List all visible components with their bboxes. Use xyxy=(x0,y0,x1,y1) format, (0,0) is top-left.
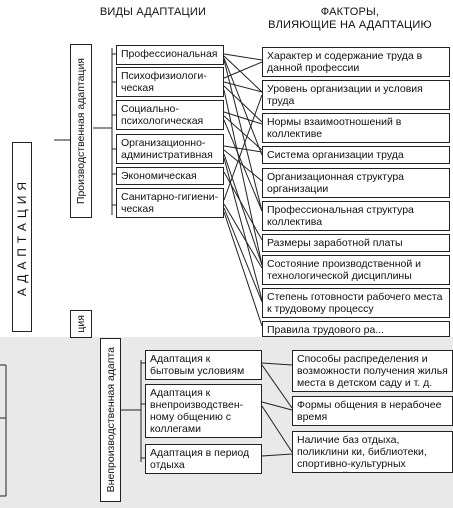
type-nonwork-communication: Адаптация к внепроизводствен-ному общени… xyxy=(145,384,262,438)
factor-work-conditions: Уровень организации и условия труда xyxy=(262,80,450,110)
factor-communication-forms: Формы общения в нерабочее время xyxy=(292,396,453,426)
header-factors: ФАКТОРЫ, ВЛИЯЮЩИЕ НА АДАПТАЦИЮ xyxy=(250,6,450,32)
type-economic: Экономическая xyxy=(116,167,224,185)
type-psychophysiological: Психофизиологи-ческая xyxy=(116,67,224,97)
type-socio-psychological: Социально-психологическая xyxy=(116,100,224,130)
type-professional: Профессиональная xyxy=(116,45,224,65)
type-leisure: Адаптация в период отдыха xyxy=(145,444,262,474)
factor-labor-rules: Правила трудового ра... xyxy=(262,321,450,337)
production-adaptation-label-text: Производственная адаптация xyxy=(75,57,87,205)
factor-workplace-readiness: Степень готовности рабочего места к труд… xyxy=(262,288,450,318)
factor-discipline: Состояние производственной и технологиче… xyxy=(262,255,450,285)
nonproduction-adaptation-label: Внепроизводственная адапта xyxy=(100,338,121,502)
factor-salary: Размеры заработной платы xyxy=(262,234,450,252)
type-sanitary-hygienic: Санитарно-гигиени-ческая xyxy=(116,188,224,218)
factor-housing-distribution: Способы распределения и возможности полу… xyxy=(292,350,453,392)
type-household-conditions: Адаптация к бытовым условиям xyxy=(145,350,262,380)
factor-professional-structure: Профессиональная структура коллектива xyxy=(262,201,450,231)
factor-work-content: Характер и содержание труда в данной про… xyxy=(262,47,450,77)
header-factors-line2: ВЛИЯЮЩИЕ НА АДАПТАЦИЮ xyxy=(268,19,432,31)
type-organizational-administrative: Организационно-административная xyxy=(116,134,224,164)
header-factors-line1: ФАКТОРЫ, xyxy=(320,6,380,18)
factor-recreation-facilities: Наличие баз отдыха, поликлини ки, библио… xyxy=(292,431,453,473)
factor-organizational-structure: Организационная структура организации xyxy=(262,168,450,198)
nonproduction-stub-text: ция xyxy=(75,315,87,333)
factor-relationship-norms: Нормы взаимоотношений в коллективе xyxy=(262,113,450,143)
adaptation-label-text: АДАПТАЦИЯ xyxy=(15,177,29,297)
header-types: ВИДЫ АДАПТАЦИИ xyxy=(99,6,207,18)
nonproduction-stub-label: ция xyxy=(70,310,92,338)
nonproduction-adaptation-label-text: Внепроизводственная адапта xyxy=(104,347,117,493)
production-adaptation-label: Производственная адаптация xyxy=(70,44,92,218)
factor-work-organization-system: Система организации труда xyxy=(262,146,450,164)
adaptation-label: АДАПТАЦИЯ xyxy=(12,142,32,332)
